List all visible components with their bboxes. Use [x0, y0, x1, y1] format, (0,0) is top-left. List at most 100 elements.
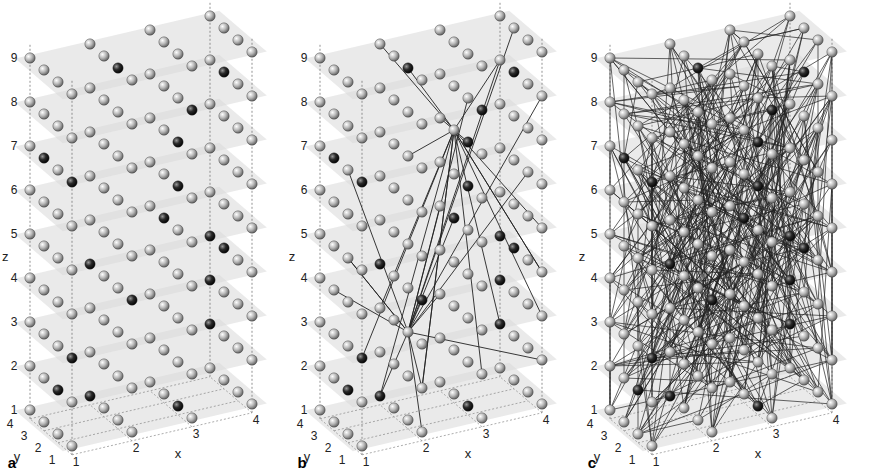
grey-site [707, 119, 717, 129]
grey-site [343, 121, 353, 131]
black-site [785, 319, 795, 329]
tick-label: 3 [311, 430, 318, 442]
grey-site [693, 239, 703, 249]
link-line [638, 84, 818, 126]
grey-site [537, 47, 547, 57]
grey-site [247, 47, 257, 57]
grey-site [85, 303, 95, 313]
grey-site [417, 339, 427, 349]
grey-site [159, 169, 169, 179]
grey-site [827, 267, 837, 277]
tick-label: 1 [73, 456, 80, 468]
grey-site [605, 361, 615, 371]
black-site [739, 213, 749, 223]
grey-site [605, 97, 615, 107]
black-site [375, 259, 385, 269]
grid-line [150, 391, 192, 427]
grey-site [463, 357, 473, 367]
link-line [670, 88, 772, 418]
grey-site [173, 269, 183, 279]
grey-site [523, 343, 533, 353]
tick-label: 9 [11, 52, 18, 64]
grey-site [753, 49, 763, 59]
grey-site [509, 155, 519, 165]
black-site [205, 275, 215, 285]
grey-site [53, 341, 63, 351]
grey-site [647, 133, 657, 143]
grey-site [753, 225, 763, 235]
grey-site [113, 195, 123, 205]
tick-label: 1 [629, 454, 636, 466]
grey-site [85, 127, 95, 137]
grey-site [85, 347, 95, 357]
black-site [785, 231, 795, 241]
grey-site [343, 297, 353, 307]
grey-site [477, 413, 487, 423]
link-line [454, 60, 500, 130]
grey-site [173, 93, 183, 103]
grey-site [693, 283, 703, 293]
grey-site [173, 313, 183, 323]
grey-site [693, 371, 703, 381]
grey-site [813, 79, 823, 89]
grey-site [767, 413, 777, 423]
black-site [417, 295, 427, 305]
grey-site [233, 79, 243, 89]
link-line [638, 302, 639, 434]
black-site [647, 177, 657, 187]
link-line [772, 242, 832, 272]
link-line [638, 390, 832, 404]
link-line [698, 66, 772, 200]
tick-label: 2 [133, 442, 140, 454]
black-site [39, 153, 49, 163]
tick-label: 2 [35, 442, 42, 454]
grey-site [633, 165, 643, 175]
link-line [348, 170, 408, 332]
link-line [758, 380, 804, 406]
grey-site [725, 377, 735, 387]
grid-line [210, 377, 252, 413]
grey-site [633, 429, 643, 439]
tick-label: 4 [7, 418, 14, 430]
grey-site [605, 273, 615, 283]
black-site [85, 259, 95, 269]
grey-site [53, 297, 63, 307]
grey-site [619, 241, 629, 251]
grey-site [679, 139, 689, 149]
grey-site [343, 253, 353, 263]
grey-site [127, 119, 137, 129]
grey-site [389, 227, 399, 237]
grey-site [247, 91, 257, 101]
grey-site [389, 183, 399, 193]
grey-site [813, 167, 823, 177]
grey-site [435, 69, 445, 79]
black-site [463, 401, 473, 411]
grey-site [389, 359, 399, 369]
grey-site [67, 441, 77, 451]
grey-site [127, 251, 137, 261]
grey-site [753, 357, 763, 367]
link-line [638, 360, 832, 434]
link-line [712, 28, 804, 388]
grey-site [205, 187, 215, 197]
grey-site [537, 267, 547, 277]
grey-site [39, 373, 49, 383]
grey-site [679, 359, 689, 369]
grey-site [739, 389, 749, 399]
grey-site [827, 399, 837, 409]
black-site [767, 105, 777, 115]
link-line [334, 290, 408, 332]
link-line [380, 44, 454, 130]
grey-site [417, 75, 427, 85]
link-line [610, 278, 611, 410]
grey-site [247, 267, 257, 277]
tick-label: 1 [363, 456, 370, 468]
grey-site [25, 97, 35, 107]
tick-label: 4 [11, 272, 18, 284]
link-line [638, 42, 744, 214]
black-site [53, 385, 63, 395]
grey-site [403, 239, 413, 249]
grey-site [477, 61, 487, 71]
grey-site [725, 201, 735, 211]
tick-label: 1 [11, 404, 18, 416]
